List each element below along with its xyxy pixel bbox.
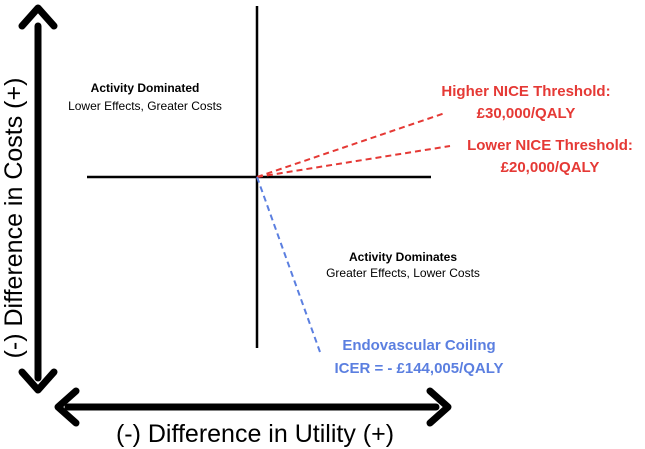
y-axis-arrowhead-top: [18, 4, 58, 30]
intervention-name: Endovascular Coiling: [342, 337, 495, 354]
higher-threshold-value: £30,000/QALY: [477, 105, 576, 122]
quadrant-top-left-subtitle: Lower Effects, Greater Costs: [68, 99, 222, 113]
x-axis-arrow: [54, 387, 452, 427]
quadrant-bottom-right-subtitle: Greater Effects, Lower Costs: [326, 266, 480, 280]
lower-threshold-value: £20,000/QALY: [501, 159, 600, 176]
icer-line: [256, 176, 321, 353]
y-axis-arrow: [18, 4, 58, 394]
higher-threshold-title: Higher NICE Threshold:: [441, 83, 610, 100]
x-axis-arrowhead-left: [54, 387, 80, 427]
higher-threshold-line: [256, 112, 446, 178]
intervention-icer: ICER = - £144,005/QALY: [334, 360, 503, 377]
quadrant-bottom-right-title: Activity Dominates: [349, 250, 457, 264]
lower-threshold-title: Lower NICE Threshold:: [467, 137, 633, 154]
y-axis-label: (-) Difference in Costs (+): [0, 78, 28, 359]
quadrant-top-left-title: Activity Dominated: [91, 81, 200, 95]
y-axis-arrowhead-bottom: [18, 368, 58, 394]
lower-threshold-line: [256, 145, 451, 178]
x-axis-arrowhead-right: [426, 387, 452, 427]
x-axis-label: (-) Difference in Utility (+): [116, 420, 394, 448]
